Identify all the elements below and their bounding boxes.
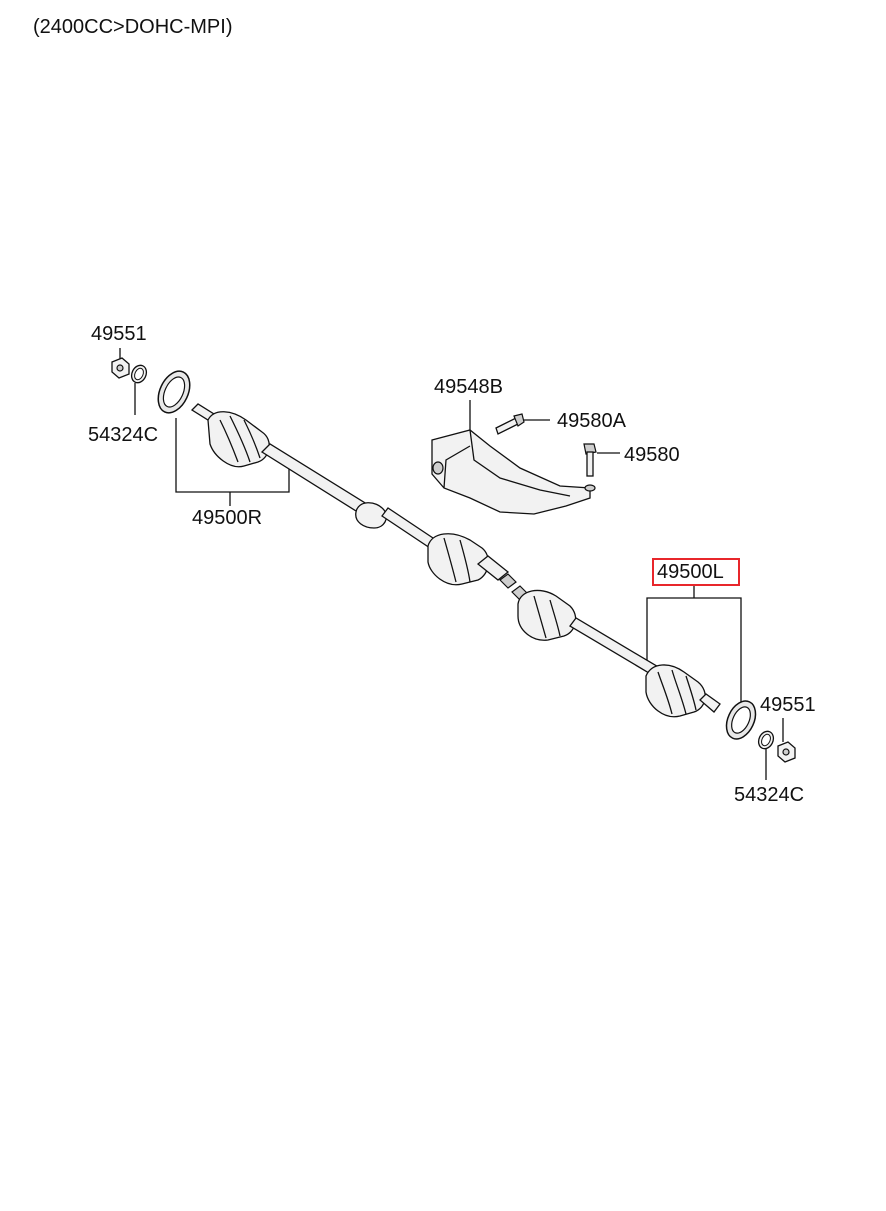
label-49548b[interactable]: 49548B — [434, 376, 503, 398]
label-49580[interactable]: 49580 — [624, 444, 680, 466]
highlight-box-49500l — [652, 558, 740, 586]
ring-54324c-right — [130, 364, 148, 384]
tone-ring-left — [725, 700, 757, 740]
bolt-49580 — [583, 443, 597, 477]
label-49500l[interactable]: 49500L — [657, 561, 724, 583]
label-49551-right[interactable]: 49551 — [91, 323, 147, 345]
bracket-49548b — [431, 429, 596, 515]
nut-49551-left — [777, 741, 796, 763]
tone-ring-right — [157, 370, 191, 414]
shaft-49500l — [511, 585, 721, 718]
label-49551-left[interactable]: 49551 — [760, 694, 816, 716]
header-caption: (2400CC>DOHC-MPI) — [33, 16, 233, 38]
label-54324c-left[interactable]: 54324C — [734, 784, 805, 806]
ring-54324c-left — [757, 730, 775, 750]
bolt-49580a — [495, 413, 525, 435]
shaft-49500r — [190, 403, 517, 589]
nut-49551-right — [111, 357, 130, 379]
label-54324c-right[interactable]: 54324C — [88, 424, 159, 446]
label-49500r[interactable]: 49500R — [192, 507, 263, 529]
label-49580a[interactable]: 49580A — [557, 410, 626, 432]
leader-lines — [119, 348, 784, 780]
